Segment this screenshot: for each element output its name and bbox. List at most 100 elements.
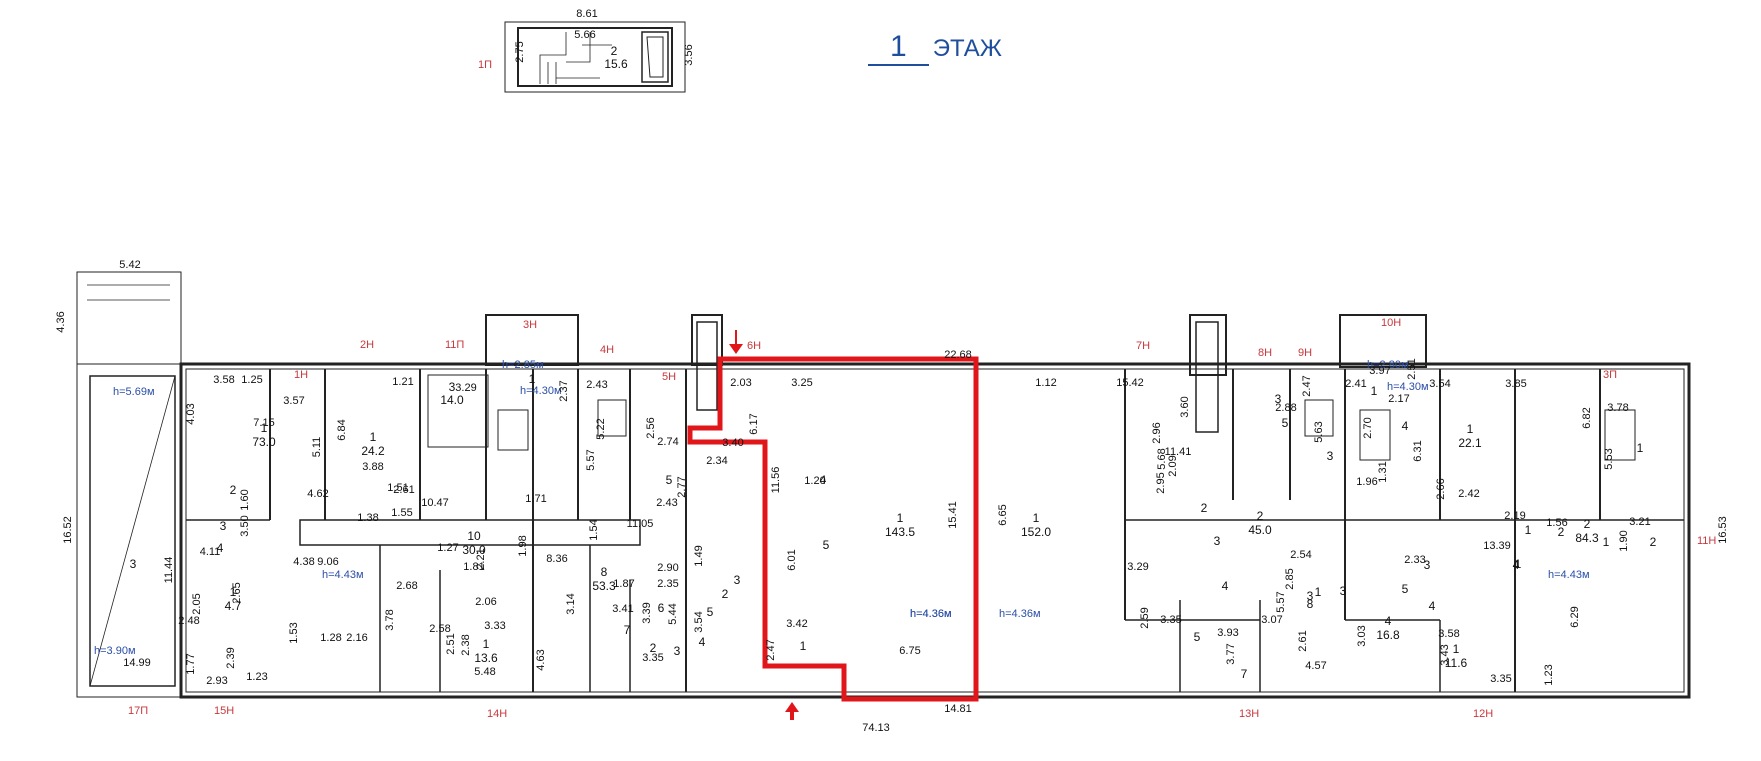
dimension-label: 10.47 [421,497,449,509]
dimension-label: 1.49 [693,545,705,566]
unit-15n: 15Н [214,705,234,717]
room-8-area: 53.3 [592,579,616,593]
dimension-label: 3.54 [1429,378,1450,390]
entrance-arrow-bottom [785,702,799,720]
staircase-inset [504,21,686,93]
dimension-label: 6.84 [336,419,348,440]
dimension-label: 3.35 [1490,673,1511,685]
dimension-label: 2.56 [645,417,657,438]
height-3n-b: h=4.30м [520,385,562,397]
unit-8n: 8Н [1258,347,1272,359]
dimension-label: 3.39 [641,602,653,623]
dimension-label: 1.54 [588,519,600,540]
dimension-label: 6.31 [1412,440,1424,461]
dimension-label: 3.54 [693,611,705,632]
dimension-label: 2.06 [475,596,496,608]
room-number: 2 [230,483,237,497]
dimension-label: 13.39 [1483,540,1511,552]
dimension-label: 1.23 [1543,664,1555,685]
dimension-label: 4.38 [293,556,314,568]
dimension-label: 2.54 [1290,549,1311,561]
room-labels: 3 1 73.0 1 24.2 3 14.0 1 10 30.0 8 53.3 … [130,372,1599,670]
dimension-label: 1.51 [387,482,408,494]
room-7n-area: 152.0 [1021,525,1051,539]
dimension-label: 3.78 [1607,402,1628,414]
room-number: 1 [1603,535,1610,549]
height-3n-a: h=2.85м [502,359,544,371]
unit-3p: 3П [1603,369,1617,381]
dimension-label: 1.21 [392,376,413,388]
floor-word: ЭТАЖ [932,35,1002,62]
dimension-label: 2.35 [657,578,678,590]
dimension-label: 11.05 [627,518,654,530]
dimension-label: 14.99 [123,657,151,669]
room-11p: 3 [449,380,456,394]
unit-3n: 3Н [523,319,537,331]
dimension-label: 3.33 [484,620,505,632]
dimension-label: 5.22 [595,418,607,439]
room-number: 2 [650,641,657,655]
dimension-label: 2.05 [191,593,203,614]
unit-13n: 13Н [1239,708,1259,720]
dimension-label: 3.03 [1356,625,1368,646]
dimension-label: 2.33 [1404,554,1425,566]
room-number: 5 [1282,416,1289,430]
dimension-label: 1.25 [241,374,262,386]
dimension-label: 15.42 [1116,377,1144,389]
dimension-label: 3.78 [384,609,396,630]
room-number: 5 [707,605,714,619]
dimension-label: 3.97 [1369,365,1390,377]
room-13n: 4 [1385,614,1392,628]
room-13n-area: 16.8 [1376,628,1400,642]
total-width: 74.13 [862,722,890,734]
unit-7n: 7Н [1136,340,1150,352]
room-14n: 1 [483,637,490,651]
room-number: 7 [624,623,631,637]
dimension-label: 2.38 [460,634,472,655]
room-number: 5 [666,473,673,487]
dimension-label: 3.58 [1438,628,1459,640]
hu-height: h=4.36м [910,608,952,620]
dimension-label: 2.48 [178,615,199,627]
dimension-label: 3.93 [1217,627,1238,639]
dimension-label: 3.88 [362,461,383,473]
dimension-label: 5.48 [474,666,495,678]
room-number: 4 [1513,558,1520,572]
room-15n-area: 4.7 [225,599,242,613]
dimension-label: 1.77 [185,653,197,674]
room-annex: 3 [130,557,137,571]
dimension-label: 1.96 [1356,476,1377,488]
dimension-label: 2.17 [1388,393,1409,405]
hu-d7: 11.56 [770,467,782,494]
dimension-label: 1.56 [1546,517,1567,529]
floor-number: 1 [868,30,929,66]
dimension-label: 2.51 [445,633,457,654]
dimension-label: 1.12 [1035,377,1056,389]
room-number: 4 [1429,599,1436,613]
unit-12n: 12Н [1473,708,1493,720]
dimension-label: 1.31 [1377,461,1389,482]
room-number: 2 [722,587,729,601]
room-number: 2 [1650,535,1657,549]
room-1n: 1 [261,421,268,435]
dimension-label: 5.11 [311,437,323,458]
dimension-label: 2.47 [1301,375,1313,396]
room-2n: 1 [370,430,377,444]
dimension-label: 2.41 [1345,378,1366,390]
dimension-label: 1.55 [391,507,412,519]
room-number: 5 [1194,630,1201,644]
inner-bottom: 14.81 [944,703,972,715]
dimension-label: 2.96 [1151,422,1163,443]
room-number: 3 [1307,589,1314,603]
height-annotations: h=5.69м h=3.90м h=4.43м h=2.85м h=4.30м … [94,359,1590,657]
dimension-label: 3.58 [213,374,234,386]
room-number: 3 [1275,392,1282,406]
room-number: 5 [823,538,830,552]
dimension-label: 1.81 [463,561,484,573]
dimension-label: 2.42 [1458,488,1479,500]
room-number: 7 [1241,667,1248,681]
dimension-label: 3.07 [1261,614,1282,626]
room-3p-area: 84.3 [1575,531,1599,545]
dimension-label: 2.58 [429,623,450,635]
dimension-label: 11.44 [163,557,175,584]
